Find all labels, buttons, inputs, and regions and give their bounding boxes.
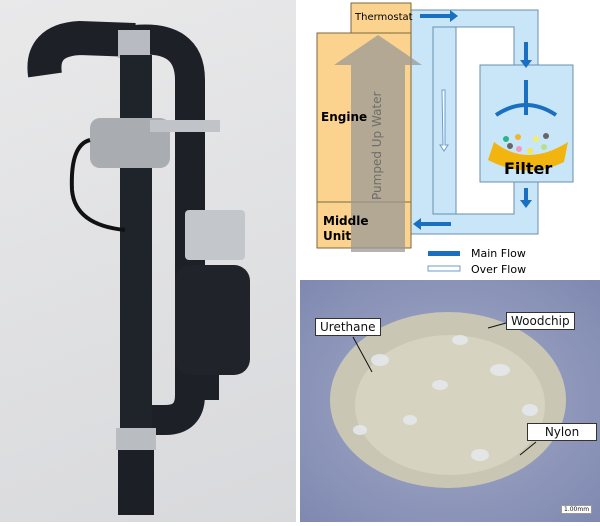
legend-main-label: Main Flow — [471, 247, 526, 260]
debris-pile — [330, 312, 566, 488]
filter-unit-photo — [0, 0, 296, 522]
thermostat-box — [350, 2, 412, 34]
scale-bar: 1.00mm — [561, 505, 593, 514]
engine-label: Engine — [321, 110, 367, 124]
woodchip-label: Woodchip — [506, 312, 575, 330]
over-flow-arrows — [439, 89, 449, 152]
pumped-label: Pumped Up Water — [370, 91, 384, 200]
legend-main-icon — [428, 251, 460, 256]
filter-label: Filter — [504, 159, 552, 178]
filter-mesh — [488, 142, 568, 171]
main-flow-arrows — [413, 10, 558, 230]
flow-diagram-svg: Thermostat Engine Middle Unit Pumped Up … — [316, 2, 574, 276]
pumped-water-arrow — [334, 35, 422, 252]
middle-label-1: Middle — [323, 214, 369, 228]
debris-micrograph: Urethane Woodchip Nylon 1.00mm — [300, 280, 600, 522]
particles — [503, 133, 549, 154]
urethane-label: Urethane — [315, 318, 381, 336]
cooling-flow-diagram: Thermostat Engine Middle Unit Pumped Up … — [300, 0, 600, 280]
hose-assembly-image — [27, 20, 250, 515]
thermostat-label: Thermostat — [354, 12, 413, 23]
nylon-label: Nylon — [527, 423, 597, 441]
middle-label-2: Unit — [323, 229, 351, 243]
legend-over-icon — [427, 265, 461, 272]
legend-over-label: Over Flow — [471, 263, 526, 276]
